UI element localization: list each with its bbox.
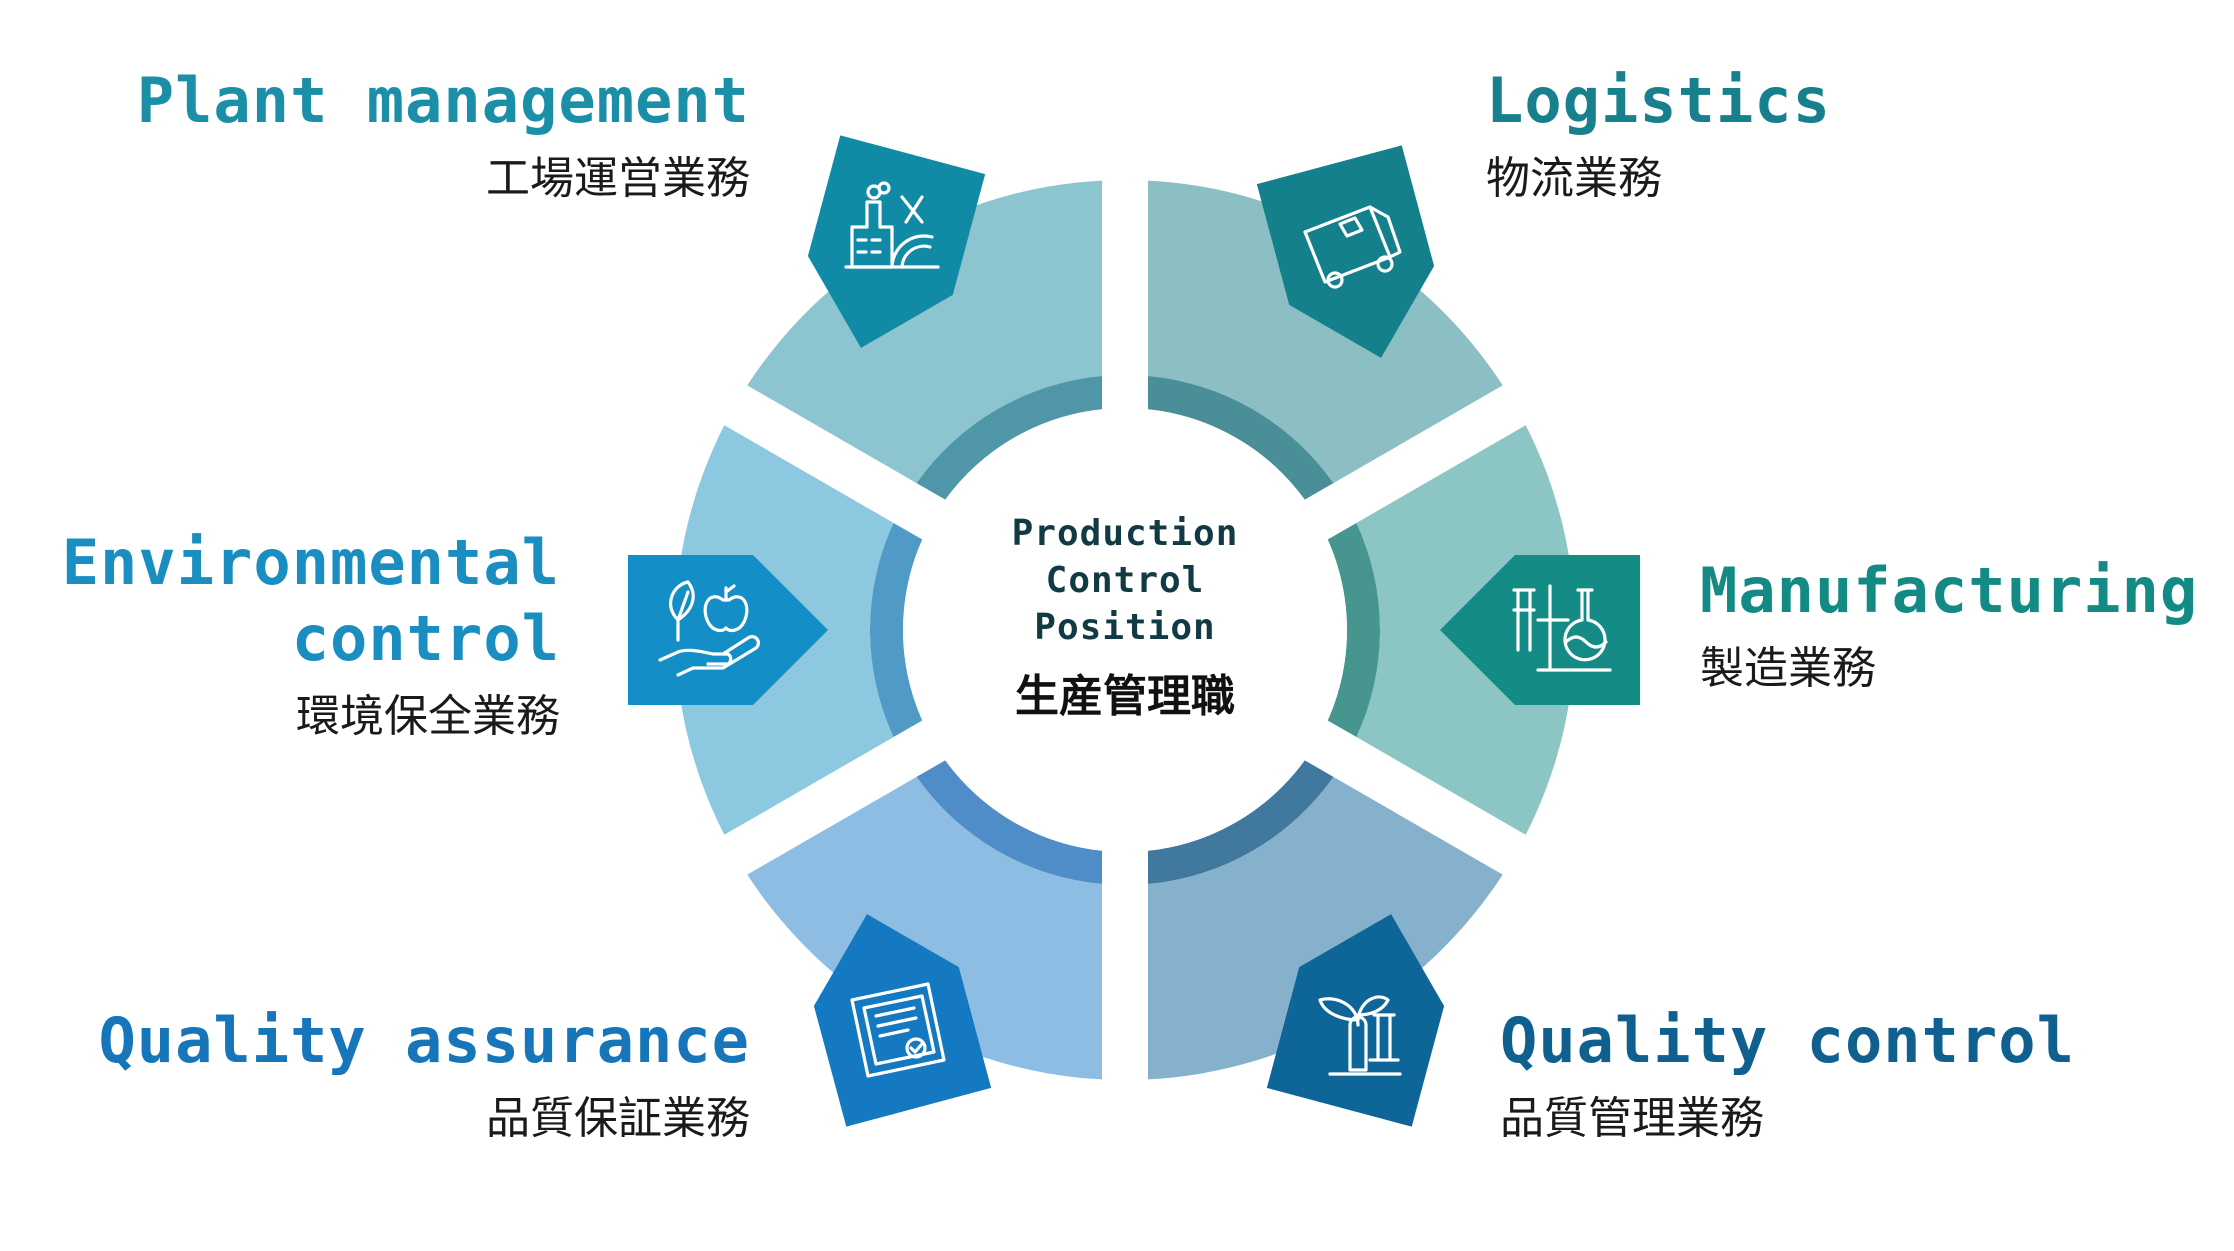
label-plant-management-ja: 工場運営業務 (486, 153, 750, 204)
ring-plant (916, 376, 1102, 500)
hand-apple-leaf-icon (658, 580, 760, 677)
delivery-truck-icon (1303, 205, 1402, 289)
badge-shape-manufacturing (1440, 555, 1640, 705)
lab-flask-icon (1512, 584, 1612, 672)
label-plant-management-en: Plant management (136, 64, 750, 137)
badge-logistics (1256, 145, 1435, 358)
sector-quality-control (1148, 776, 1503, 1080)
center-title-ja: 生産管理職 (1015, 671, 1235, 722)
plant-test-tube-icon (1318, 995, 1402, 1076)
label-quality-control-en: Quality control (1500, 1004, 2075, 1077)
factory-icon (844, 181, 940, 269)
center-disc (903, 408, 1347, 852)
label-environmental-control-en-line-2: control (291, 602, 560, 675)
sector-logistics (1148, 180, 1503, 484)
label-environmental-control-ja: 環境保全業務 (296, 691, 560, 742)
label-manufacturing-en: Manufacturing (1700, 554, 2199, 627)
label-environmental-control-en-line-1: Environmental (61, 526, 560, 599)
badge-quality-assurance (813, 914, 992, 1127)
ring-environmental (870, 522, 923, 738)
certificate-icon (850, 982, 946, 1078)
ring-logistics (1148, 376, 1334, 500)
label-environmental-control: Environmental control 環境保全業務 (62, 525, 560, 749)
center-title-line-1: Production (1011, 513, 1239, 554)
badge-environmental (628, 555, 828, 705)
badge-quality-control (1266, 914, 1445, 1127)
label-quality-control: Quality control 品質管理業務 (1500, 1003, 2075, 1151)
label-quality-assurance-ja: 品質保証業務 (486, 1093, 750, 1144)
label-manufacturing-ja: 製造業務 (1700, 643, 1876, 694)
wheel-inner-rings (870, 376, 1381, 884)
center-title-line-2: Control (1045, 560, 1205, 601)
label-quality-assurance: Quality assurance 品質保証業務 (98, 1003, 750, 1151)
badge-shape-plant (807, 135, 986, 348)
label-logistics-en: Logistics (1486, 64, 1831, 137)
label-quality-assurance-en: Quality assurance (98, 1004, 750, 1077)
ring-quality-assurance (916, 760, 1102, 884)
sector-quality-assurance (747, 776, 1102, 1080)
center-title: Production Control Position 生産管理職 (975, 510, 1275, 727)
label-logistics-ja: 物流業務 (1486, 153, 1662, 204)
label-plant-management: Plant management 工場運営業務 (137, 63, 750, 211)
badge-manufacturing (1440, 555, 1640, 705)
ring-quality-control (1148, 760, 1334, 884)
label-manufacturing: Manufacturing 製造業務 (1700, 553, 2198, 701)
label-quality-control-ja: 品質管理業務 (1500, 1093, 1764, 1144)
center-title-line-3: Position (1034, 607, 1216, 648)
wheel-badges (628, 135, 1640, 1127)
sector-plant (747, 180, 1102, 484)
label-logistics: Logistics 物流業務 (1486, 63, 1831, 211)
badge-plant (807, 135, 986, 348)
badge-shape-logistics (1256, 145, 1435, 358)
ring-manufacturing (1327, 522, 1381, 738)
